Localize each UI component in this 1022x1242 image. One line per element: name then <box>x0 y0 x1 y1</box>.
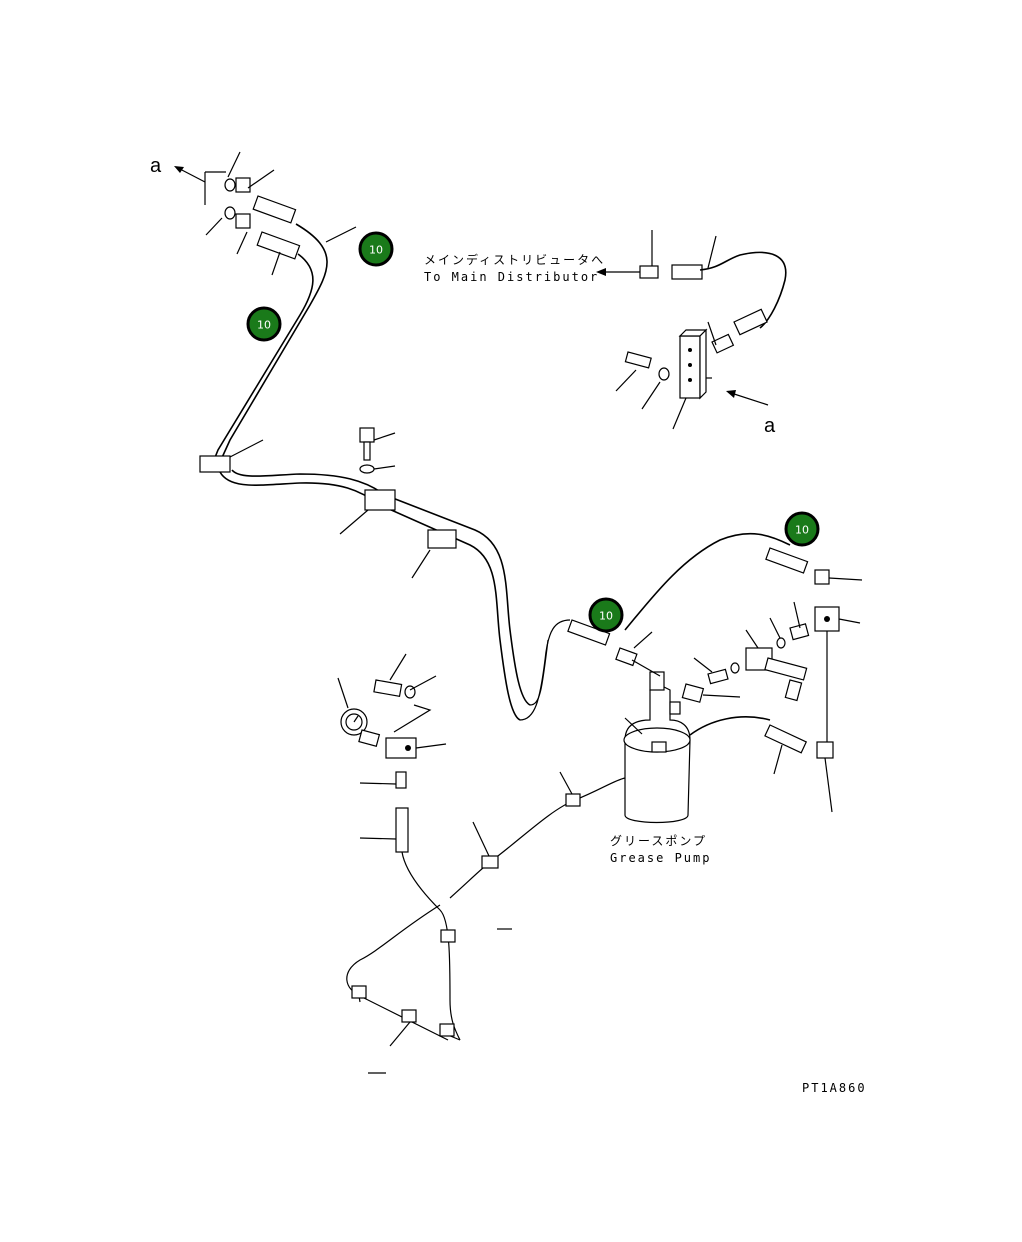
adapter-fitting <box>669 701 681 715</box>
lower-left-assembly <box>337 653 626 1074</box>
hose-end-fitting <box>256 231 301 260</box>
clamp <box>439 1023 455 1037</box>
grease-pump-assembly: グリースポンプ Grease Pump <box>567 532 863 865</box>
adapter-fitting <box>711 333 735 354</box>
callout-badge-label: 10 <box>795 524 809 537</box>
hose-line <box>689 716 771 736</box>
callout-badge-label: 10 <box>257 319 271 332</box>
grease-pump-body <box>624 684 691 824</box>
o-ring <box>776 637 786 649</box>
hose-end-fitting <box>395 807 409 853</box>
bolt-shank <box>363 441 371 461</box>
clamp <box>481 855 499 869</box>
hose-end-fitting <box>733 308 768 336</box>
mounting-bracket <box>385 737 417 759</box>
adapter-fitting <box>235 177 251 193</box>
hose-end-fitting <box>765 547 809 574</box>
adapter-fitting <box>707 668 729 685</box>
hose-line <box>624 532 791 631</box>
ref-a-right-label: a <box>764 415 776 437</box>
adapter-fitting <box>395 771 407 789</box>
adapter-fitting <box>235 213 251 229</box>
hose-end-fitting <box>764 724 808 754</box>
arrow-to-a-top <box>177 167 206 183</box>
o-ring <box>224 178 236 192</box>
clamp <box>427 529 457 549</box>
tee-fitting <box>681 683 705 703</box>
callout-badge-label: 10 <box>369 244 383 257</box>
o-ring <box>224 206 236 220</box>
clamp <box>401 1009 417 1023</box>
hose-end-fitting <box>252 195 297 224</box>
callout-badge: 10 <box>246 306 282 342</box>
hose-line <box>699 251 787 329</box>
arrow-head-icon <box>174 166 184 173</box>
clamp <box>651 741 667 753</box>
callout-badge: 10 <box>784 511 820 547</box>
adapter-fitting <box>615 647 638 667</box>
arrow-head-icon <box>596 268 606 276</box>
clamp <box>364 489 396 511</box>
valve-handle <box>784 679 803 702</box>
main-distributor-assembly: メインディストリビュータへ To Main Distributor a <box>424 230 787 437</box>
callout-badges: 10 10 10 10 <box>246 231 820 633</box>
hose-line <box>219 223 328 463</box>
relief-valve <box>764 657 808 681</box>
clamp <box>440 929 456 943</box>
clamp <box>351 985 367 999</box>
hose-line <box>449 777 626 899</box>
to-main-distributor-en-label: To Main Distributor <box>424 270 599 284</box>
upper-left-hose-assembly: a <box>150 151 571 721</box>
washer <box>658 367 670 381</box>
bolt-head <box>359 427 375 443</box>
pump-outlet <box>649 671 665 691</box>
bolt <box>373 679 403 698</box>
clamp <box>565 793 581 807</box>
gauge-fitting <box>358 729 381 747</box>
drawing-code: PT1A860 <box>802 1081 867 1095</box>
grease-pump-en-label: Grease Pump <box>610 851 711 865</box>
to-main-distributor-jp-label: メインディストリビュータへ <box>424 252 605 267</box>
callout-badge: 10 <box>588 597 624 633</box>
bolt <box>624 351 652 369</box>
adapter-fitting <box>639 265 659 279</box>
adapter-fitting <box>789 623 810 641</box>
arrow-head-icon <box>726 390 736 398</box>
grease-pump-jp-label: グリースポンプ <box>610 834 707 848</box>
hose-end-fitting <box>567 619 611 646</box>
ref-a-top-label: a <box>150 155 162 177</box>
elbow-fitting <box>814 569 830 585</box>
clamp <box>199 455 231 473</box>
callout-badge: 10 <box>358 231 394 267</box>
callout-badge-label: 10 <box>599 610 613 623</box>
o-ring <box>730 662 740 674</box>
hose-end-fitting <box>671 264 703 280</box>
elbow-fitting <box>816 741 834 759</box>
washer <box>359 464 375 474</box>
